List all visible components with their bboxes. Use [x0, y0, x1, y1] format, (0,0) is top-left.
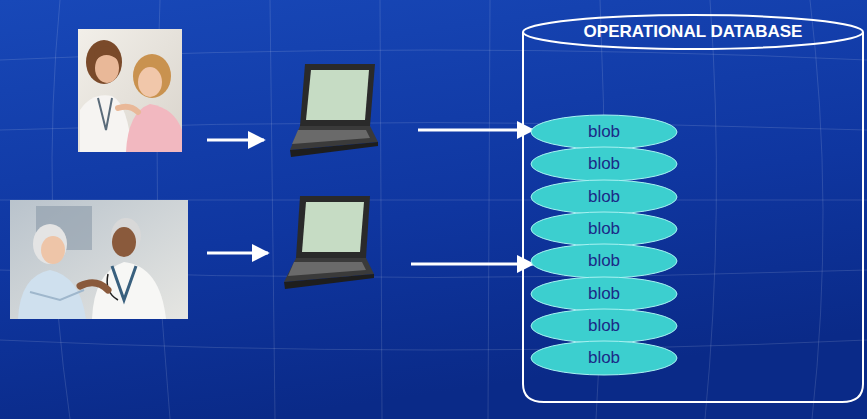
- blob-label: blob: [530, 154, 678, 174]
- database-cylinder: OPERATIONAL DATABASE blob blob blob blob blob…: [522, 14, 864, 404]
- blob-label: blob: [530, 251, 678, 271]
- laptop-icon: [284, 196, 374, 289]
- blob-label: blob: [530, 219, 678, 239]
- blob-fill: [531, 244, 677, 278]
- laptop-icon: [290, 64, 378, 157]
- blob-fill: [531, 309, 677, 343]
- blob-fill: [531, 341, 677, 375]
- blob-fill: [531, 115, 677, 149]
- blob-ellipse: blob: [530, 243, 678, 279]
- doctor-elderly-photo: [10, 200, 188, 319]
- blob-ellipse: blob: [530, 308, 678, 344]
- flow-arrow: [411, 263, 533, 266]
- blob-label: blob: [530, 284, 678, 304]
- blob-ellipse: blob: [530, 211, 678, 247]
- blob-fill: [531, 180, 677, 214]
- doctor-child-photo: [78, 29, 182, 152]
- database-title: OPERATIONAL DATABASE: [522, 22, 864, 42]
- blob-ellipse: blob: [530, 179, 678, 215]
- flow-arrows: [207, 130, 533, 264]
- blob-ellipse: blob: [530, 146, 678, 182]
- blob-label: blob: [530, 122, 678, 142]
- blob-fill: [531, 147, 677, 181]
- blob-ellipse: blob: [530, 114, 678, 150]
- blob-fill: [531, 277, 677, 311]
- blob-ellipse: blob: [530, 276, 678, 312]
- blob-label: blob: [530, 187, 678, 207]
- blob-fill: [531, 212, 677, 246]
- flow-arrow: [418, 129, 533, 132]
- flow-arrow: [207, 252, 268, 255]
- blob-label: blob: [530, 316, 678, 336]
- cylinder-body: [523, 32, 863, 402]
- blob-label: blob: [530, 348, 678, 368]
- blob-ellipse: blob: [530, 340, 678, 376]
- cylinder-top: [523, 15, 863, 49]
- flow-arrow: [207, 139, 264, 142]
